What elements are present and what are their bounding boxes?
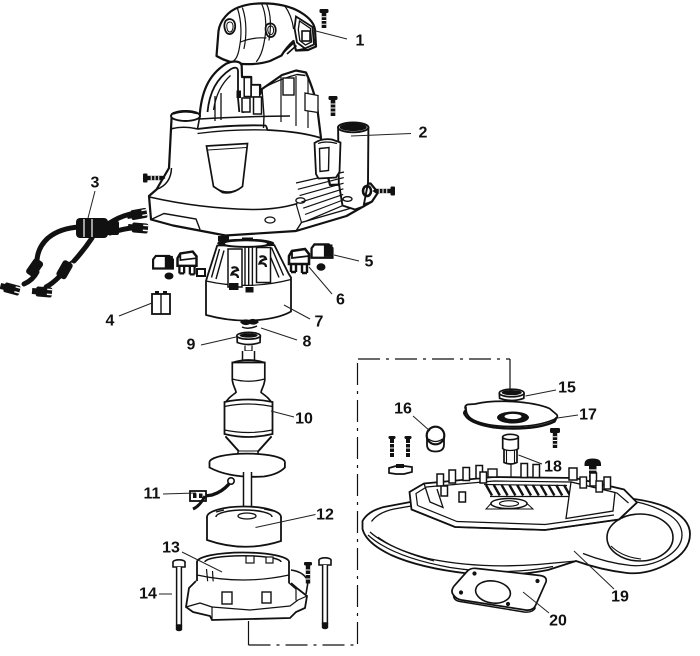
svg-text:20: 20 bbox=[549, 613, 567, 630]
svg-text:13: 13 bbox=[162, 540, 180, 557]
svg-text:18: 18 bbox=[544, 459, 562, 476]
svg-text:5: 5 bbox=[365, 254, 374, 271]
svg-text:11: 11 bbox=[144, 486, 161, 503]
svg-text:17: 17 bbox=[579, 407, 597, 424]
svg-text:16: 16 bbox=[394, 401, 412, 418]
svg-text:14: 14 bbox=[139, 586, 157, 603]
svg-text:3: 3 bbox=[91, 175, 100, 192]
svg-text:6: 6 bbox=[336, 292, 345, 309]
svg-text:15: 15 bbox=[558, 380, 576, 397]
svg-text:1: 1 bbox=[356, 33, 365, 50]
svg-text:7: 7 bbox=[315, 314, 324, 331]
svg-text:4: 4 bbox=[106, 313, 115, 330]
svg-text:8: 8 bbox=[303, 334, 312, 351]
svg-text:2: 2 bbox=[419, 125, 428, 142]
svg-text:9: 9 bbox=[187, 337, 196, 354]
svg-text:10: 10 bbox=[295, 411, 313, 428]
svg-text:19: 19 bbox=[611, 589, 629, 606]
svg-text:12: 12 bbox=[316, 507, 334, 524]
